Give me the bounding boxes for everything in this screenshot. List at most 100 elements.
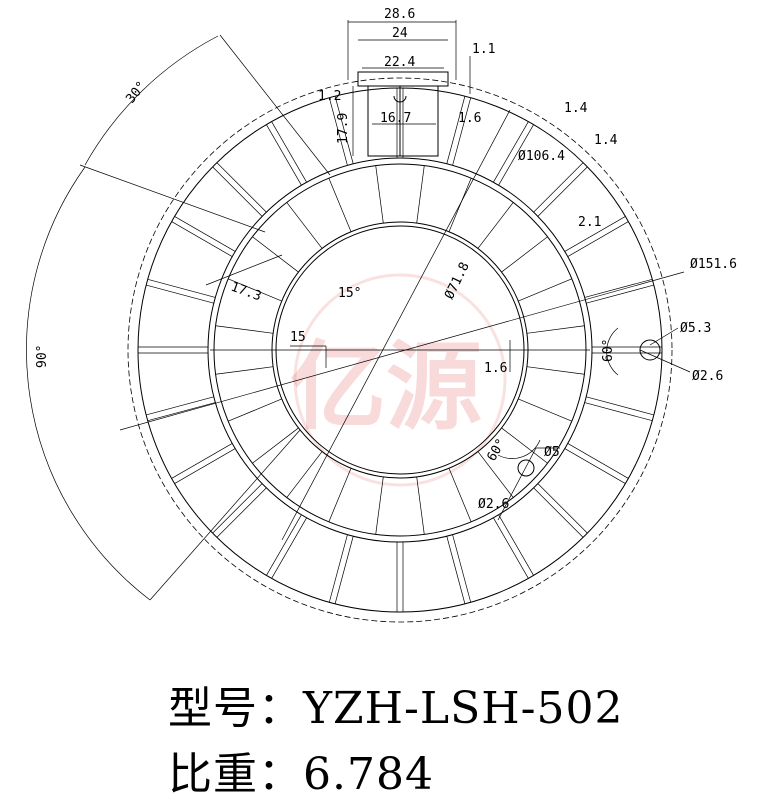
- spoke-line: [286, 451, 323, 498]
- fin-line: [584, 402, 653, 422]
- dim-hole-5-3: Ø5.3: [680, 321, 711, 336]
- fin-line: [328, 97, 348, 166]
- model-row: 型号：YZH-LSH-502: [168, 672, 623, 736]
- fin-line: [266, 124, 302, 186]
- fin-line: [537, 483, 588, 534]
- fin-line: [212, 166, 263, 217]
- spoke-line: [215, 325, 274, 334]
- fin-line: [493, 121, 529, 183]
- fin-line: [147, 402, 216, 422]
- fin-line: [171, 443, 233, 479]
- fin-line: [146, 396, 214, 416]
- dim-top-width-outer: 28.6: [384, 7, 415, 22]
- dim-top-width-inner: 22.4: [384, 55, 415, 70]
- spoke-line: [328, 178, 352, 232]
- spoke-line: [416, 165, 425, 224]
- dim-angle-60-right: 60°: [601, 339, 616, 362]
- spoke-line: [526, 325, 585, 334]
- dim-fin-thickness-2: 1.4: [594, 133, 618, 148]
- outer-circle: [127, 77, 673, 623]
- dim-hole-2-6-bottom: Ø2.6: [478, 497, 509, 512]
- weight-label: 比重：: [168, 749, 303, 800]
- fin-line: [334, 96, 354, 164]
- dim-top-thickness-left: 1.2: [318, 89, 341, 104]
- weight-value: 6.784: [303, 749, 434, 800]
- fin-line: [174, 216, 236, 252]
- fin-line: [216, 487, 267, 538]
- spoke-line: [477, 451, 514, 498]
- spoke-line: [448, 468, 472, 522]
- fin-line: [146, 284, 214, 304]
- spoke-line: [501, 236, 548, 273]
- weight-row: 比重：6.784: [168, 738, 434, 802]
- fin-line: [567, 443, 629, 479]
- right-hole: [639, 339, 661, 361]
- watermark-text: 亿源: [290, 331, 482, 443]
- spoke-line: [501, 427, 548, 464]
- fin-group: [138, 88, 662, 612]
- fin-line: [537, 166, 588, 217]
- fin-line: [216, 162, 267, 213]
- spoke-line: [252, 427, 299, 464]
- dim-height-left: 17.9: [336, 113, 351, 144]
- fin-line: [452, 534, 472, 603]
- dim-top-width-mid: 24: [392, 26, 408, 41]
- dim-hole-2-6-right: Ø2.6: [692, 369, 723, 384]
- spoke-line: [518, 278, 572, 302]
- dim-center-thickness: 1.6: [484, 361, 507, 376]
- fin-line: [498, 124, 534, 186]
- fin-line: [446, 536, 466, 604]
- dim-inner-diameter: Ø106.4: [518, 149, 565, 164]
- spoke-line: [252, 236, 299, 273]
- fin-line: [498, 514, 534, 576]
- spoke-line: [286, 202, 323, 249]
- dim-angle-90: 90°: [35, 345, 50, 368]
- fin-line: [533, 487, 584, 538]
- spoke-line: [448, 178, 472, 232]
- spoke-line: [518, 398, 572, 422]
- dim-angle-60-bottom: 60°: [484, 436, 509, 464]
- fin-line: [586, 396, 654, 416]
- spoke-line: [328, 468, 352, 522]
- dim-fin-gap: 2.1: [578, 215, 601, 230]
- watermark-circle: [293, 273, 507, 487]
- fin-line: [564, 216, 626, 252]
- spoke-line: [228, 278, 282, 302]
- fin-line: [452, 97, 472, 166]
- dim-outer-diameter: Ø151.6: [690, 257, 737, 272]
- inner-ring-outer: [207, 157, 593, 543]
- spoke-line: [477, 202, 514, 249]
- dim-web-width: 16.7: [380, 111, 411, 126]
- fin-line: [171, 221, 233, 257]
- spoke-line: [375, 165, 384, 224]
- fin-line: [586, 284, 654, 304]
- model-value: YZH-LSH-502: [303, 683, 624, 734]
- leader-lines: [26, 34, 691, 601]
- fin-line: [266, 514, 302, 576]
- fin-line: [328, 534, 348, 603]
- fin-line: [567, 221, 629, 257]
- dimension-labels: 28.6 24 22.4 1.1 1.2 17.9 16.7 1.6 1.4 1…: [35, 7, 737, 512]
- dim-core-diameter: Ø71.8: [442, 260, 473, 302]
- spoke-line: [526, 366, 585, 375]
- dim-web-thickness: 1.6: [458, 111, 481, 126]
- fin-line: [174, 448, 236, 484]
- top-dimensions: [347, 20, 471, 156]
- dim-angle-15: 15°: [338, 286, 361, 301]
- model-label: 型号：: [168, 683, 303, 734]
- top-profile: [357, 71, 449, 157]
- fin-line: [564, 448, 626, 484]
- fin-line: [271, 121, 307, 183]
- fin-line: [584, 278, 653, 298]
- dim-top-thickness-right: 1.1: [472, 42, 495, 57]
- bottom-hole: [517, 459, 535, 477]
- dim-fin-thickness-1: 1.4: [564, 101, 588, 116]
- fin-line: [147, 278, 216, 298]
- fin-line: [493, 517, 529, 579]
- spoke-line: [416, 476, 425, 535]
- fin-line: [271, 517, 307, 579]
- technical-drawing: 亿源: [26, 7, 737, 623]
- fin-line: [334, 536, 354, 604]
- fin-line: [212, 483, 263, 534]
- fin-line: [533, 162, 584, 213]
